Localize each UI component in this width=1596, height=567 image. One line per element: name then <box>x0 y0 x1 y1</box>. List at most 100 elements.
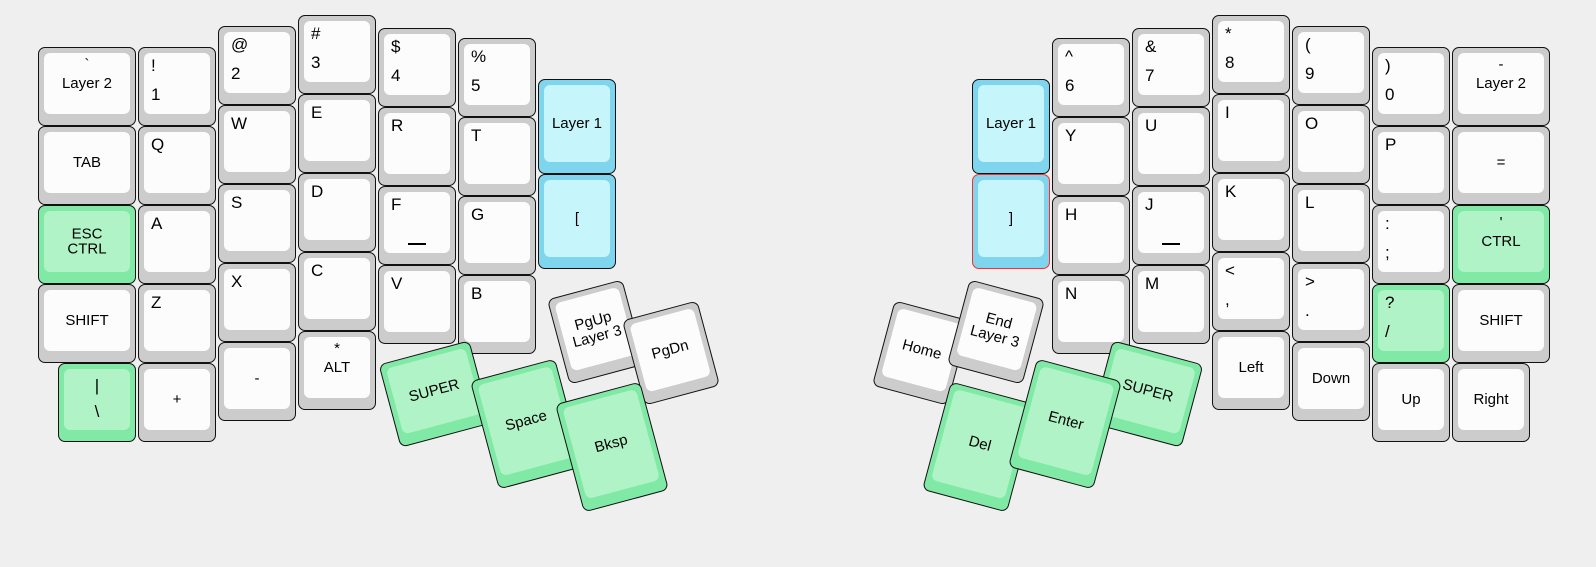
key-l-pipe-backslash[interactable]: |\ <box>58 363 136 442</box>
homing-bar-icon-r-j <box>1162 243 1180 245</box>
key-l-star-alt[interactable]: *ALT <box>298 331 376 410</box>
key-r-rbracket[interactable]: ] <box>972 174 1050 269</box>
legend-label-r-down: Down <box>1311 369 1351 387</box>
key-r-shift[interactable]: SHIFT <box>1452 284 1550 363</box>
legend-shifted-l-2: @ <box>231 35 249 54</box>
key-l-w[interactable]: W <box>218 105 296 184</box>
key-r-enter[interactable]: Enter <box>1008 358 1122 490</box>
key-r-equals[interactable]: = <box>1452 126 1550 205</box>
legend-label-l-grave-layer2: Layer 2 <box>61 74 113 92</box>
legend-base-l-b: B <box>471 284 483 303</box>
key-r-m[interactable]: M <box>1132 265 1210 344</box>
legend-label-l-layer1: Layer 1 <box>551 114 603 132</box>
key-r-o[interactable]: O <box>1292 105 1370 184</box>
legend-label-l-star-alt: ALT <box>323 358 351 376</box>
key-r-down[interactable]: Down <box>1292 342 1370 421</box>
legend-label-l-plus: + <box>172 390 182 408</box>
keycap-r-right: Right <box>1458 369 1524 430</box>
key-l-t[interactable]: T <box>458 117 536 196</box>
key-l-grave-layer2[interactable]: `Layer 2 <box>38 47 136 126</box>
key-r-8[interactable]: *8 <box>1212 15 1290 94</box>
key-l-q[interactable]: Q <box>138 126 216 205</box>
key-r-j[interactable]: J <box>1132 186 1210 265</box>
legend-base-l-a: A <box>151 214 163 233</box>
keycap-r-enter: Enter <box>1016 365 1115 477</box>
key-l-z[interactable]: Z <box>138 284 216 363</box>
key-l-a[interactable]: A <box>138 205 216 284</box>
key-r-k[interactable]: K <box>1212 173 1290 252</box>
legend-line1-l-esc-ctrl: ESC <box>71 224 103 242</box>
key-l-b[interactable]: B <box>458 275 536 354</box>
key-l-r[interactable]: R <box>378 107 456 186</box>
keycap-r-i: I <box>1218 100 1284 161</box>
legend-label-r-quote-ctrl: CTRL <box>1481 232 1521 250</box>
key-l-shift[interactable]: SHIFT <box>38 284 136 363</box>
key-r-semicolon[interactable]: :; <box>1372 205 1450 284</box>
key-l-lbracket[interactable]: [ <box>538 174 616 269</box>
key-l-3[interactable]: #3 <box>298 15 376 94</box>
key-l-d[interactable]: D <box>298 173 376 252</box>
key-l-minus[interactable]: - <box>218 342 296 421</box>
legend-label-r-del: Del <box>966 432 993 455</box>
key-r-period[interactable]: >. <box>1292 263 1370 342</box>
legend-shifted-l-1: ! <box>151 56 156 75</box>
legend-base-l-d: D <box>311 182 324 201</box>
key-r-6[interactable]: ^6 <box>1052 38 1130 117</box>
key-r-comma[interactable]: <, <box>1212 252 1290 331</box>
keycap-r-slash: ?/ <box>1378 290 1444 351</box>
legend-base-r-m: M <box>1145 274 1160 293</box>
key-r-0[interactable]: )0 <box>1372 47 1450 126</box>
key-l-c[interactable]: C <box>298 252 376 331</box>
key-l-s[interactable]: S <box>218 184 296 263</box>
legend-base-r-slash: / <box>1385 322 1390 341</box>
keycap-r-up: Up <box>1378 369 1444 430</box>
legend-base-l-t: T <box>471 126 482 145</box>
key-r-y[interactable]: Y <box>1052 117 1130 196</box>
key-l-tab[interactable]: TAB <box>38 126 136 205</box>
key-r-l[interactable]: L <box>1292 184 1370 263</box>
key-r-slash[interactable]: ?/ <box>1372 284 1450 363</box>
legend-base-r-h: H <box>1065 205 1078 224</box>
key-l-layer1[interactable]: Layer 1 <box>538 79 616 174</box>
key-l-v[interactable]: V <box>378 265 456 344</box>
key-l-1[interactable]: !1 <box>138 47 216 126</box>
keycap-l-2: @2 <box>224 32 290 93</box>
key-r-u[interactable]: U <box>1132 107 1210 186</box>
key-r-i[interactable]: I <box>1212 94 1290 173</box>
key-r-layer1[interactable]: Layer 1 <box>972 79 1050 174</box>
key-r-p[interactable]: P <box>1372 126 1450 205</box>
keycap-l-lbracket: [ <box>544 180 610 257</box>
keycap-r-shift: SHIFT <box>1458 290 1544 351</box>
key-l-g[interactable]: G <box>458 196 536 275</box>
legend-label-r-enter: Enter <box>1046 407 1086 434</box>
key-r-left[interactable]: Left <box>1212 331 1290 410</box>
key-r-right[interactable]: Right <box>1452 363 1530 442</box>
key-r-minus-layer2[interactable]: -Layer 2 <box>1452 47 1550 126</box>
legend-base-l-f: F <box>391 195 402 214</box>
key-l-e[interactable]: E <box>298 94 376 173</box>
legend-base-l-2: 2 <box>231 64 241 83</box>
key-r-up[interactable]: Up <box>1372 363 1450 442</box>
key-l-plus[interactable]: + <box>138 363 216 442</box>
keycap-l-grave-layer2: `Layer 2 <box>44 53 130 114</box>
keycap-r-period: >. <box>1298 269 1364 330</box>
key-l-4[interactable]: $4 <box>378 28 456 107</box>
key-l-f[interactable]: F <box>378 186 456 265</box>
keycap-l-pipe-backslash: |\ <box>64 369 130 430</box>
key-r-9[interactable]: (9 <box>1292 26 1370 105</box>
keycap-l-f: F <box>384 192 450 253</box>
keycap-r-6: ^6 <box>1058 44 1124 105</box>
keycap-l-4: $4 <box>384 34 450 95</box>
key-l-5[interactable]: %5 <box>458 38 536 117</box>
key-l-x[interactable]: X <box>218 263 296 342</box>
legend-base-l-g: G <box>471 205 485 224</box>
key-l-2[interactable]: @2 <box>218 26 296 105</box>
key-r-quote-ctrl[interactable]: 'CTRL <box>1452 205 1550 284</box>
key-r-7[interactable]: &7 <box>1132 28 1210 107</box>
key-r-h[interactable]: H <box>1052 196 1130 275</box>
keycap-l-3: #3 <box>304 21 370 82</box>
legend-base-r-i: I <box>1225 103 1230 122</box>
